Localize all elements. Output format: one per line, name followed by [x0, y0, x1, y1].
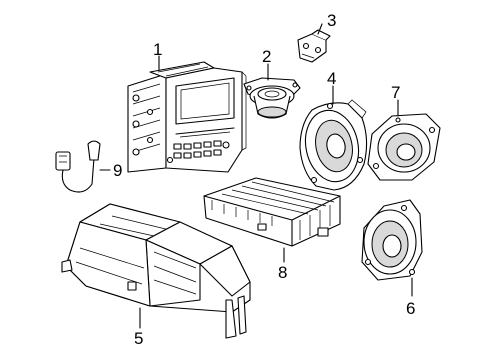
callout-8: 8	[278, 263, 287, 282]
callout-5: 5	[134, 329, 143, 348]
callout-4: 4	[327, 69, 336, 88]
callout-1: 1	[153, 40, 162, 59]
callout-9: 9	[113, 161, 122, 180]
door-speaker-oval	[299, 99, 368, 191]
rear-speaker-lower	[361, 199, 423, 281]
mounting-bracket	[297, 29, 331, 63]
rear-speaker-upper	[367, 113, 441, 181]
console-housing	[61, 203, 251, 339]
tweeter-speaker	[243, 77, 301, 119]
head-unit-radio	[127, 61, 247, 173]
leader-3	[317, 23, 323, 35]
amplifier	[203, 177, 341, 247]
callout-3: 3	[327, 11, 336, 30]
callout-6: 6	[406, 299, 415, 318]
callout-2: 2	[262, 47, 271, 66]
callout-7: 7	[391, 83, 400, 102]
antenna-cable	[55, 140, 101, 193]
